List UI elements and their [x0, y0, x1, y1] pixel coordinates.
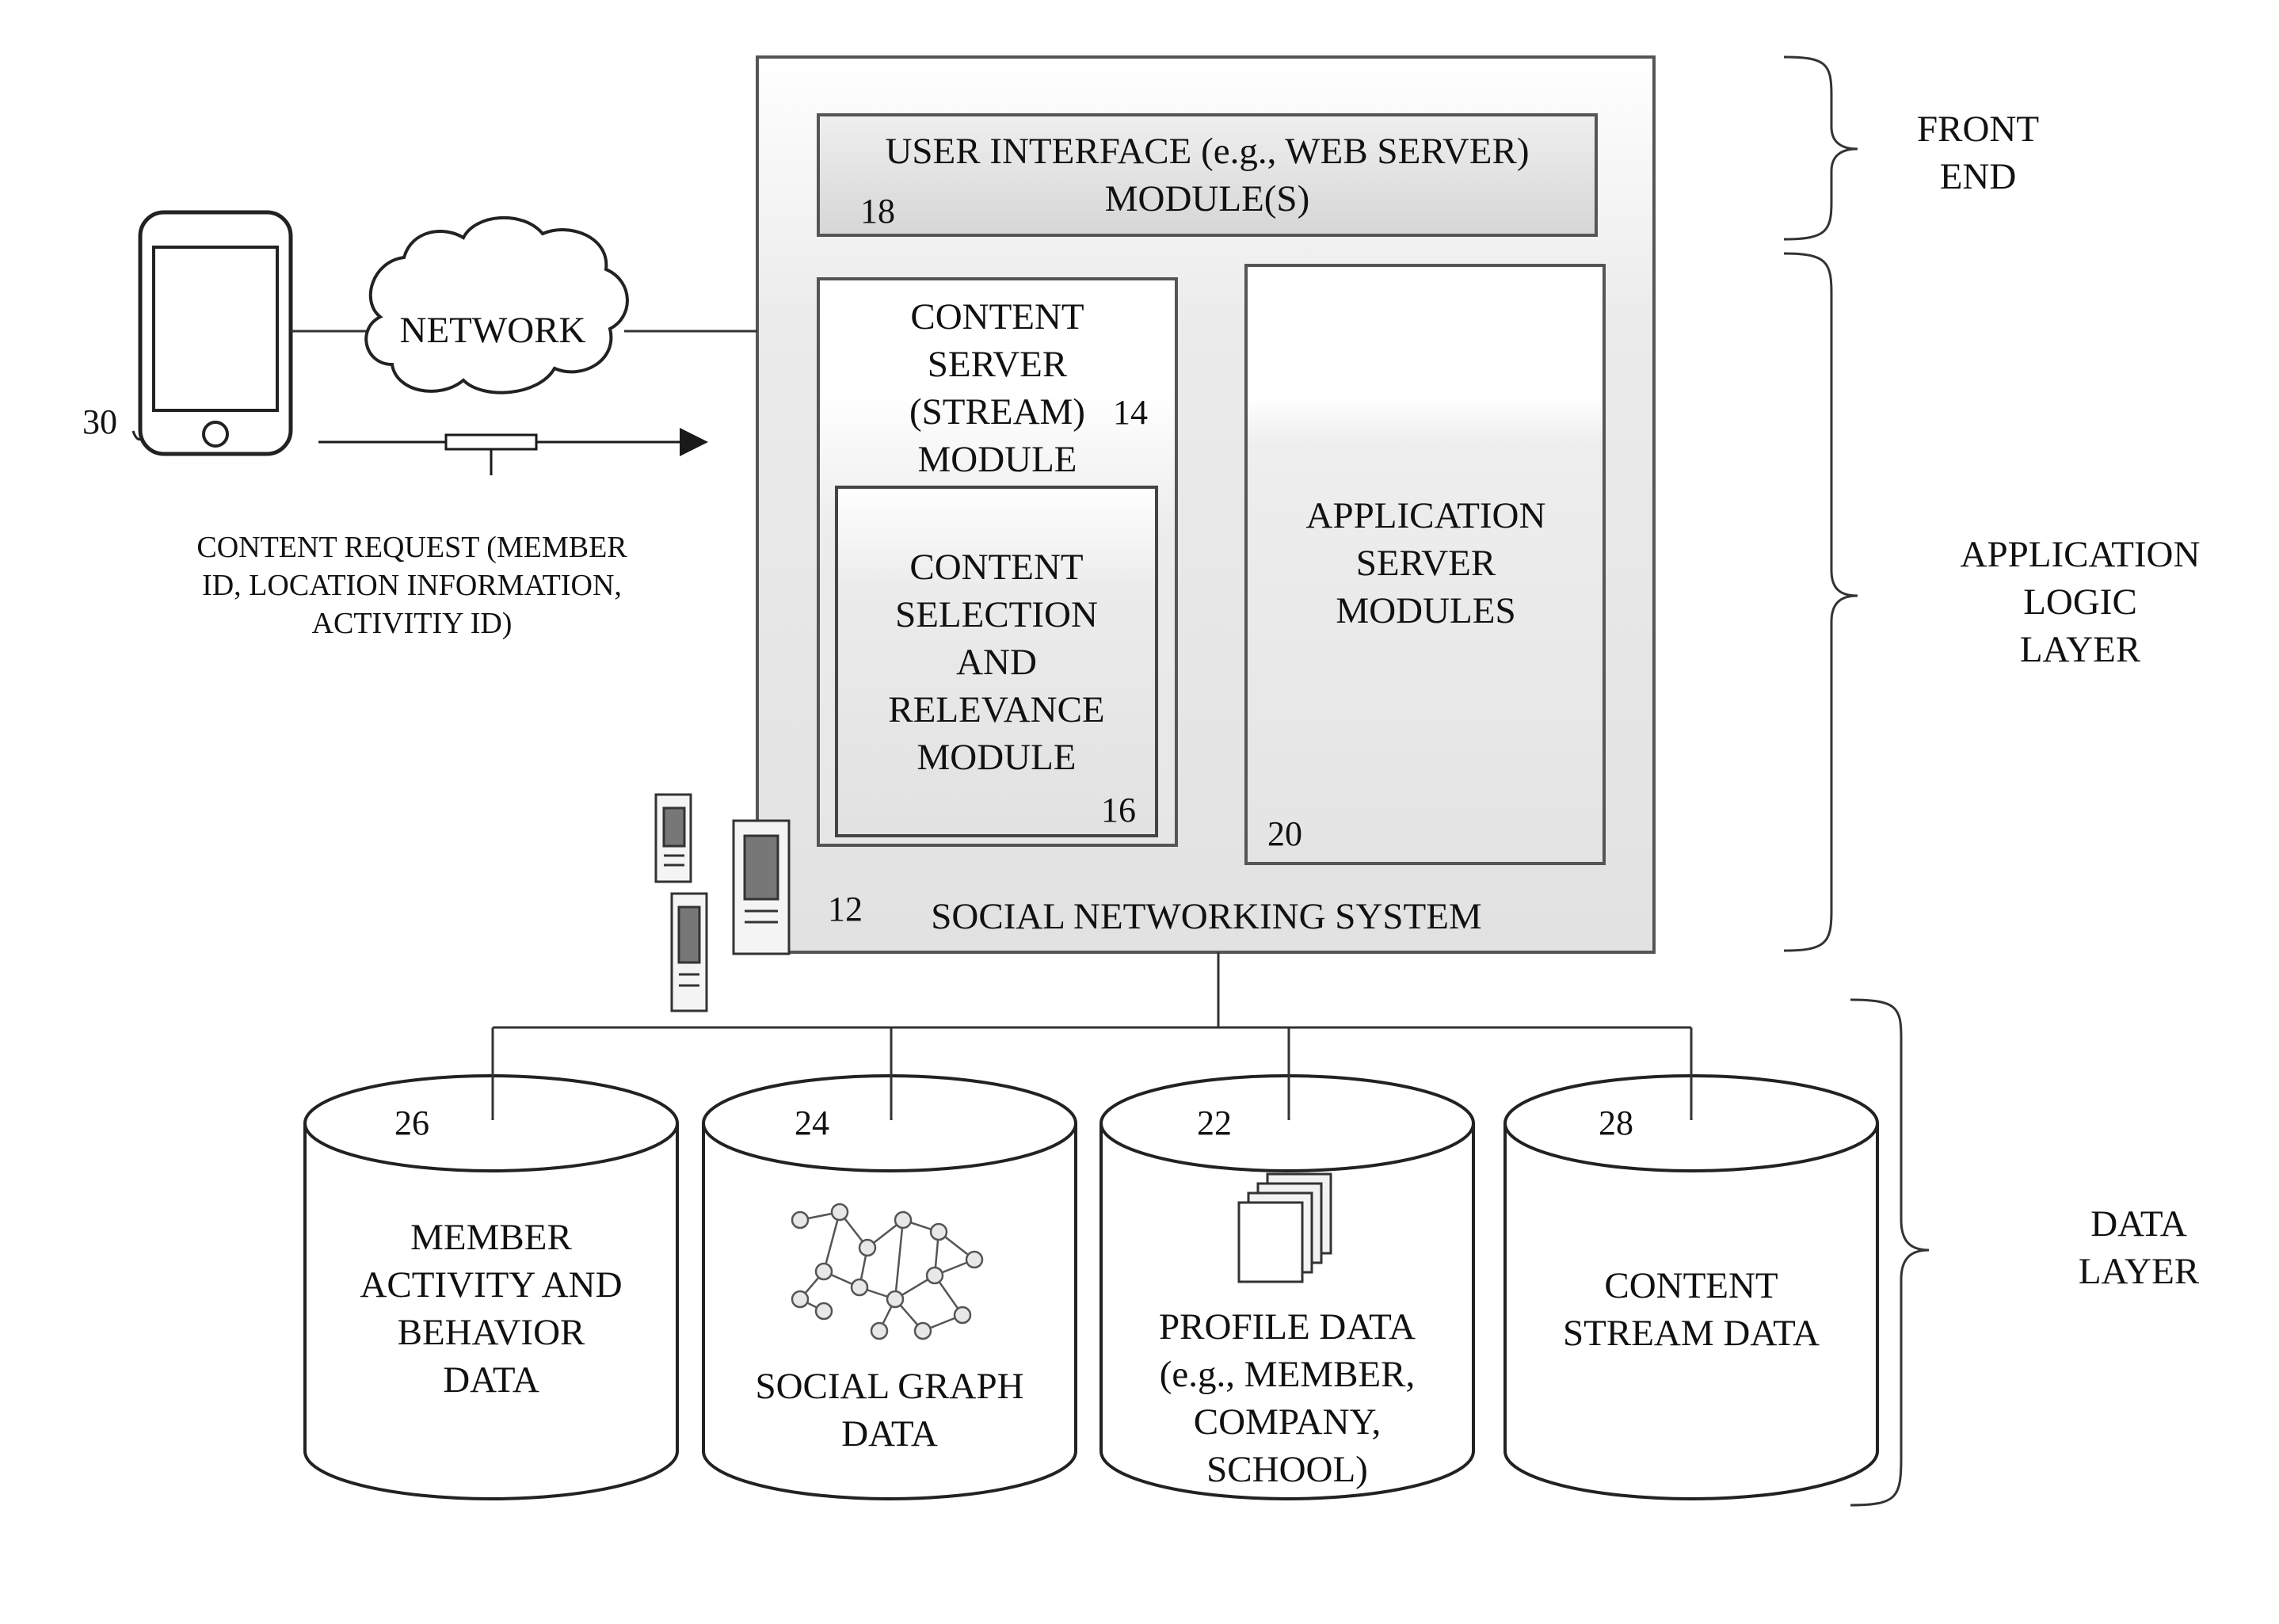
content-server-line: MODULE — [917, 439, 1077, 480]
database-label-line: COMPANY, — [1194, 1401, 1381, 1443]
app-logic-label: LAYER — [2020, 629, 2141, 670]
front-end-label: FRONT — [1917, 109, 2039, 150]
ui-module-line2: MODULE(S) — [1105, 178, 1309, 219]
system-ref: 12 — [828, 890, 863, 928]
database-member-activity: 26 MEMBER ACTIVITY AND BEHAVIOR DATA — [305, 1027, 677, 1499]
content-server-ref: 14 — [1113, 393, 1148, 432]
database-ref: 22 — [1197, 1104, 1232, 1142]
app-server-ref: 20 — [1267, 814, 1302, 853]
ui-module-ref: 18 — [860, 192, 895, 231]
request-line: CONTENT REQUEST (MEMBER — [196, 531, 627, 564]
request-line: ID, LOCATION INFORMATION, — [202, 569, 622, 602]
database-label-line: DATA — [443, 1359, 539, 1401]
front-end-brace — [1784, 57, 1858, 239]
selection-line: AND — [956, 642, 1037, 683]
database-profile-data: 22 PROFILE DATA (e.g., MEMBER, COMPANY, … — [1101, 1027, 1473, 1499]
app-logic-brace — [1784, 254, 1858, 951]
content-server-line: CONTENT — [910, 296, 1084, 337]
server-tower-icon — [734, 821, 789, 954]
content-server-line: SERVER — [928, 344, 1068, 385]
database-label-line: DATA — [841, 1413, 938, 1454]
request-line: ACTIVITIY ID) — [312, 607, 513, 640]
content-server-line: (STREAM) — [909, 391, 1085, 433]
database-ref: 28 — [1599, 1104, 1633, 1142]
network-cloud: NETWORK — [366, 218, 627, 393]
app-server-line: SERVER — [1356, 543, 1496, 584]
database-ref: 26 — [394, 1104, 429, 1142]
selection-line: MODULE — [917, 737, 1076, 778]
selection-line: RELEVANCE — [888, 689, 1104, 730]
database-label-line: SCHOOL) — [1206, 1449, 1368, 1490]
app-logic-label: LOGIC — [2023, 581, 2137, 623]
user-interface-module: USER INTERFACE (e.g., WEB SERVER) MODULE… — [818, 115, 1596, 235]
app-logic-label: APPLICATION — [1961, 534, 2201, 575]
system-label: SOCIAL NETWORKING SYSTEM — [931, 896, 1481, 937]
mobile-device-icon: 30 — [82, 212, 291, 454]
selection-line: CONTENT — [909, 547, 1083, 588]
app-server-line: MODULES — [1336, 590, 1515, 631]
front-end-label: END — [1940, 156, 2017, 197]
database-social-graph: 24 — [703, 1027, 1076, 1499]
databases: 26 MEMBER ACTIVITY AND BEHAVIOR DATA 24 — [305, 1027, 1877, 1499]
data-layer-label: DATA — [2090, 1203, 2187, 1245]
server-tower-icon — [672, 894, 707, 1011]
database-label-line: STREAM DATA — [1563, 1313, 1820, 1354]
selection-line: SELECTION — [895, 594, 1098, 635]
selection-ref: 16 — [1101, 791, 1136, 829]
data-layer-label: LAYER — [2079, 1251, 2200, 1292]
content-request-arrow: CONTENT REQUEST (MEMBER ID, LOCATION INF… — [196, 435, 703, 640]
database-ref: 24 — [795, 1104, 829, 1142]
database-label-line: ACTIVITY AND — [360, 1264, 622, 1306]
application-server-modules: APPLICATION SERVER MODULES 20 — [1246, 265, 1604, 863]
ui-module-line1: USER INTERFACE (e.g., WEB SERVER) — [885, 131, 1529, 172]
app-server-line: APPLICATION — [1306, 495, 1546, 536]
server-tower-icon — [656, 795, 691, 882]
database-label-line: SOCIAL GRAPH — [755, 1366, 1023, 1407]
layer-labels: FRONT END APPLICATION LOGIC LAYER DATA L… — [1917, 109, 2201, 1292]
server-towers-icon — [656, 795, 789, 1011]
database-label-line: PROFILE DATA — [1159, 1306, 1416, 1348]
content-selection-module: CONTENT SELECTION AND RELEVANCE MODULE 1… — [837, 487, 1157, 836]
database-content-stream: 28 CONTENT STREAM DATA — [1505, 1027, 1877, 1499]
database-label-line: BEHAVIOR — [398, 1312, 585, 1353]
network-label: NETWORK — [400, 310, 586, 351]
database-label-line: MEMBER — [410, 1217, 572, 1258]
database-label-line: CONTENT — [1604, 1265, 1778, 1306]
database-label-line: (e.g., MEMBER, — [1160, 1354, 1415, 1395]
device-ref: 30 — [82, 402, 117, 441]
